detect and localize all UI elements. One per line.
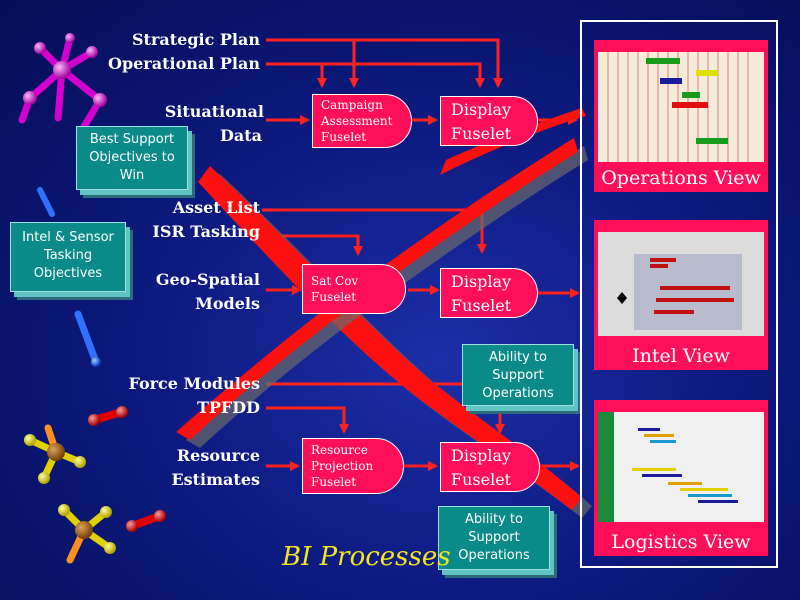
red-molecule-decoration (88, 406, 166, 532)
fuselet-line: Display (451, 446, 512, 465)
views-panel (580, 20, 778, 568)
banner-line: Ability to (465, 512, 523, 527)
label-estimates: Estimates (171, 470, 260, 489)
banner-line: Support (468, 530, 520, 545)
banner-line: Support (492, 368, 544, 383)
fuselet-line: Projection (311, 459, 374, 473)
logistics-view-thumbnail (598, 412, 764, 522)
intel-view-title: Intel View (632, 345, 730, 367)
intel-sensor-banner: Intel & Sensor Tasking Objectives (10, 222, 126, 292)
bi-processes-title: BI Processes (282, 542, 451, 572)
banner-line: Win (119, 168, 145, 183)
label-isr-tasking: ISR Tasking (152, 222, 260, 241)
operations-view-thumbnail (598, 52, 764, 162)
banner-line: Ability to (489, 350, 547, 365)
label-operational-plan: Operational Plan (108, 54, 260, 73)
fuselet-line: Fuselet (451, 124, 512, 143)
banner-line: Objectives (33, 266, 103, 281)
label-situational: Situational (164, 102, 264, 121)
fuselet-line: Resource (311, 443, 368, 457)
display-fuselet-intel[interactable]: Display Fuselet (440, 268, 538, 318)
label-tpfdd: TPFDD (196, 398, 260, 417)
fuselet-line: Fuselet (311, 475, 357, 489)
label-data: Data (220, 126, 262, 145)
label-strategic-plan: Strategic Plan (132, 30, 260, 49)
fuselet-line: Assessment (321, 114, 393, 128)
label-geo-spatial: Geo-Spatial (155, 270, 260, 289)
fuselet-line: Sat Cov (311, 274, 359, 288)
arrow-operational-plan (266, 62, 485, 88)
fuselet-line: Fuselet (311, 290, 357, 304)
fuselet-line: Display (451, 100, 512, 119)
sat-cov-fuselet[interactable]: Sat Cov Fuselet (302, 264, 406, 314)
display-fuselet-operations[interactable]: Display Fuselet (440, 96, 538, 146)
logistics-view-title: Logistics View (611, 531, 751, 553)
banner-line: Operations (458, 548, 530, 563)
yellow-molecule-decoration (24, 424, 116, 564)
operations-view-title: Operations View (601, 167, 761, 189)
fuselet-line: Fuselet (451, 470, 512, 489)
label-asset-list: Asset List (172, 198, 260, 217)
banner-line: Intel & Sensor (22, 230, 114, 245)
campaign-assessment-fuselet[interactable]: Campaign Assessment Fuselet (312, 94, 412, 148)
fuselet-line: Fuselet (321, 130, 367, 144)
arrow-isr-tasking (262, 234, 363, 256)
label-models: Models (195, 294, 260, 313)
ability-support-banner-2: Ability to Support Operations (438, 506, 550, 570)
resource-projection-fuselet[interactable]: Resource Projection Fuselet (302, 438, 404, 494)
banner-line: Objectives to (89, 150, 175, 165)
fuselet-line: Display (451, 272, 512, 291)
fuselet-line: Campaign (321, 98, 383, 112)
label-force-modules: Force Modules (128, 374, 260, 393)
label-resource: Resource (176, 446, 260, 465)
ability-support-banner-1: Ability to Support Operations (462, 344, 574, 406)
banner-line: Operations (482, 386, 554, 401)
intel-view-thumbnail (598, 232, 764, 336)
blue-molecule-decoration (37, 187, 101, 367)
fuselet-line: Fuselet (451, 296, 512, 315)
display-fuselet-logistics[interactable]: Display Fuselet (440, 442, 540, 492)
arrow-tpfdd (266, 406, 349, 434)
magenta-molecule-decoration (18, 33, 107, 134)
banner-line: Tasking (43, 248, 93, 263)
best-support-banner: Best Support Objectives to Win (76, 126, 188, 190)
arrow-strategic-plan (266, 38, 503, 88)
banner-line: Best Support (89, 132, 175, 147)
operations-view-card[interactable]: Operations View (594, 40, 768, 192)
intel-view-card[interactable]: Intel View (594, 220, 768, 370)
logistics-view-card[interactable]: Logistics View (594, 400, 768, 556)
